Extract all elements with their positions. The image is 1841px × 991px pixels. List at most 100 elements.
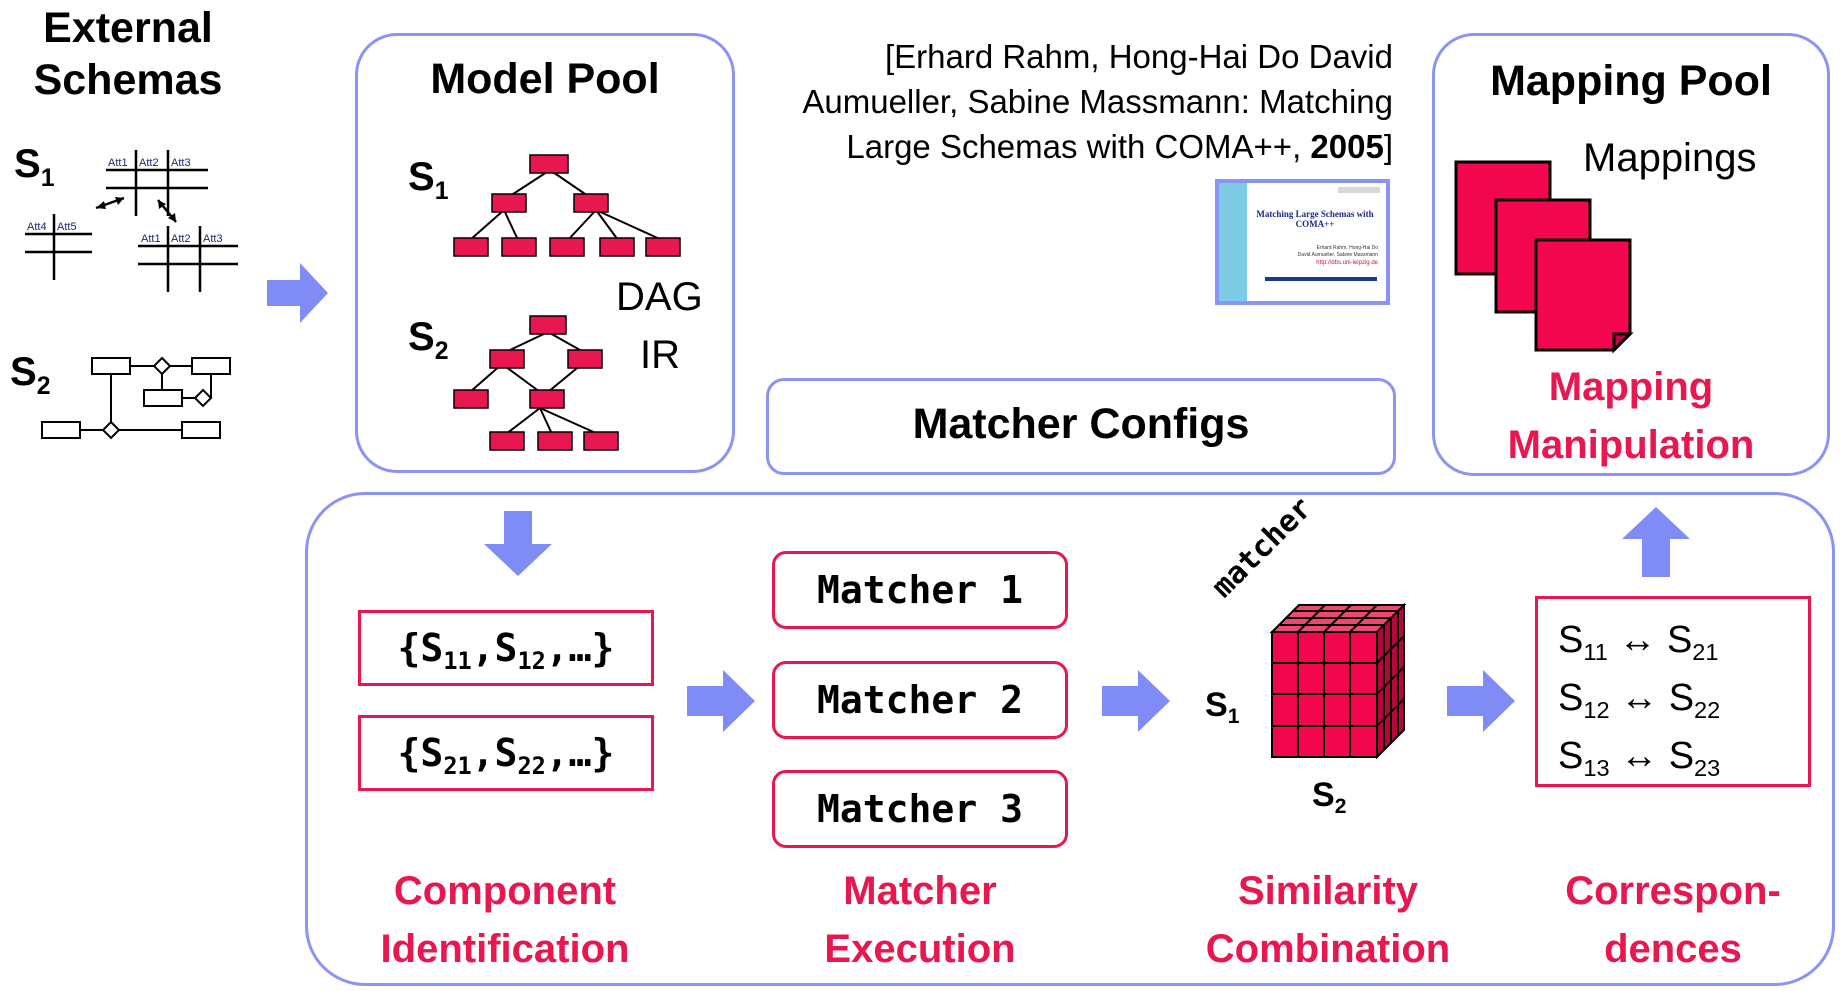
citation-line3-suffix: ] [1383,128,1393,165]
external-s2-letter: S [10,350,37,394]
model-s2-sub: 2 [434,337,449,365]
left-att-4: Att4 [27,221,47,233]
thumb-authors-1: Erhard Rahm, Hong-Hai Do [1316,245,1378,251]
model-s1-sub: 1 [434,177,449,205]
arrow-up-mapping [1622,507,1690,577]
cube-s2-label: S2 [1312,776,1347,819]
correspondence-row-1: S11 ↔ S21 [1558,613,1808,671]
component-set-2-mid: ,S [471,731,518,775]
dag-label: DAG [616,275,703,319]
citation-line2: Aumueller, Sabine Massmann: Matching [802,83,1393,120]
right-att-3: Att3 [203,233,223,245]
matcher-3-box: Matcher 3 [772,770,1068,848]
citation-line3-text: Large Schemas with COMA++, [846,128,1311,165]
corr2-b-sub: 22 [1694,697,1721,724]
thumb-authors-2: David Aumueller, Sabine Massmann [1297,252,1378,258]
thumb-url: http://dbs.uni-leipzig.de [1316,260,1378,266]
corr3-b-sub: 23 [1694,755,1721,782]
similarity-cube [1269,602,1407,760]
arrow-right-components [687,670,755,732]
cube-s1-sub: 1 [1227,705,1240,729]
external-schemas-title: External Schemas [8,2,248,106]
citation-year: 2005 [1310,128,1384,165]
model-tree-s1 [453,154,681,257]
matcher-2-box: Matcher 2 [772,661,1068,739]
mapping-manipulation-line2: Manipulation [1507,423,1755,467]
er-schema-sketch [41,356,231,440]
corr1-b-sub: 21 [1692,639,1719,666]
external-s1-label: S1 [14,142,54,192]
component-set-2-open: {S [397,731,444,775]
corr2-a-sub: 12 [1583,697,1610,724]
stage-component-identification: Component Identification [335,862,675,978]
model-pool-title: Model Pool [430,55,660,103]
component-set-2-close: ,…} [545,731,615,775]
ir-label: IR [640,333,680,377]
component-set-2-sub-b: 22 [517,752,546,781]
arrow-down-model [484,511,552,576]
mapping-manipulation-line1: Mapping [1548,365,1714,409]
corr1-b: S [1666,619,1693,661]
corr1-arrow: ↔ [1618,619,1657,661]
external-s2-label: S2 [10,350,50,400]
right-att-2: Att2 [171,233,191,245]
citation-line3: Large Schemas with COMA++, 2005] [745,124,1393,169]
arrow-right-matchers [1102,670,1170,732]
stage-matcher-execution: Matcher Execution [750,862,1090,978]
corr3-a-sub: 13 [1583,755,1610,782]
stage-similarity-combination: Similarity Combination [1158,862,1498,978]
component-set-1-mid: ,S [471,626,518,670]
thumb-footer-bar [1265,277,1377,281]
matcher-configs-label: Matcher Configs [912,400,1250,448]
external-s1-letter: S [14,142,41,186]
component-set-2: {S21,S22,…} [358,715,654,791]
mapping-pool-title: Mapping Pool [1490,57,1772,105]
cube-s2-sub: 2 [1334,795,1347,819]
paper-thumbnail: Matching Large Schemas with COMA++ Erhar… [1215,179,1390,305]
thumb-sidebar [1219,183,1247,301]
corr3-arrow: ↔ [1620,735,1659,777]
stage-component-line2: Identification [380,927,630,971]
cube-s1-letter: S [1205,686,1228,724]
stage-component-line1: Component [393,869,617,913]
component-set-1-sub-a: 11 [443,647,472,676]
component-set-1-open: {S [397,626,444,670]
cube-s1-label: S1 [1205,686,1240,729]
relational-schema-sketch: Att1 Att2 Att3 Att4 Att5 Att1 Att2 Att3 [25,150,238,292]
top-att-2: Att2 [139,157,159,169]
correspondences-box: S11 ↔ S21 S12 ↔ S22 S13 ↔ S23 [1535,596,1811,787]
stage-matcher-line1: Matcher [843,869,997,913]
correspondence-row-3: S13 ↔ S23 [1558,729,1808,787]
mappings-pages-icon [1454,160,1634,354]
model-s1-label: S1 [408,155,448,205]
stage-correspondences: Correspon- dences [1503,862,1841,978]
top-att-1: Att1 [108,157,128,169]
external-s1-sub: 1 [40,164,55,192]
citation-text: [Erhard Rahm, Hong-Hai Do David Aumuelle… [745,34,1393,169]
top-att-3: Att3 [171,157,191,169]
external-schemas-title-line2: Schemas [33,56,223,104]
component-set-2-sub-a: 21 [443,752,472,781]
model-tree-s2 [453,315,619,451]
component-set-1-sub-b: 12 [517,647,546,676]
component-set-1: {S11,S12,…} [358,610,654,686]
model-s2-letter: S [408,315,435,359]
citation-line1: [Erhard Rahm, Hong-Hai Do David [884,38,1393,75]
corr2-a: S [1558,677,1584,719]
corr3-b: S [1668,735,1695,777]
stage-similarity-line2: Combination [1205,927,1451,971]
corr1-a: S [1558,619,1584,661]
right-att-1: Att1 [141,233,161,245]
external-schemas-title-line1: External [43,4,213,52]
matcher-configs-box [766,378,1396,475]
left-att-5: Att5 [57,221,77,233]
stage-matcher-line2: Execution [824,927,1016,971]
arrow-right-cube [1447,670,1515,732]
thumb-header-bar [1338,187,1380,193]
matcher-1-box: Matcher 1 [772,551,1068,629]
corr2-arrow: ↔ [1620,677,1659,719]
corr1-a-sub: 11 [1583,639,1608,666]
stage-similarity-line1: Similarity [1237,869,1419,913]
correspondence-row-2: S12 ↔ S22 [1558,671,1808,729]
stage-correspondences-line2: dences [1604,927,1742,971]
